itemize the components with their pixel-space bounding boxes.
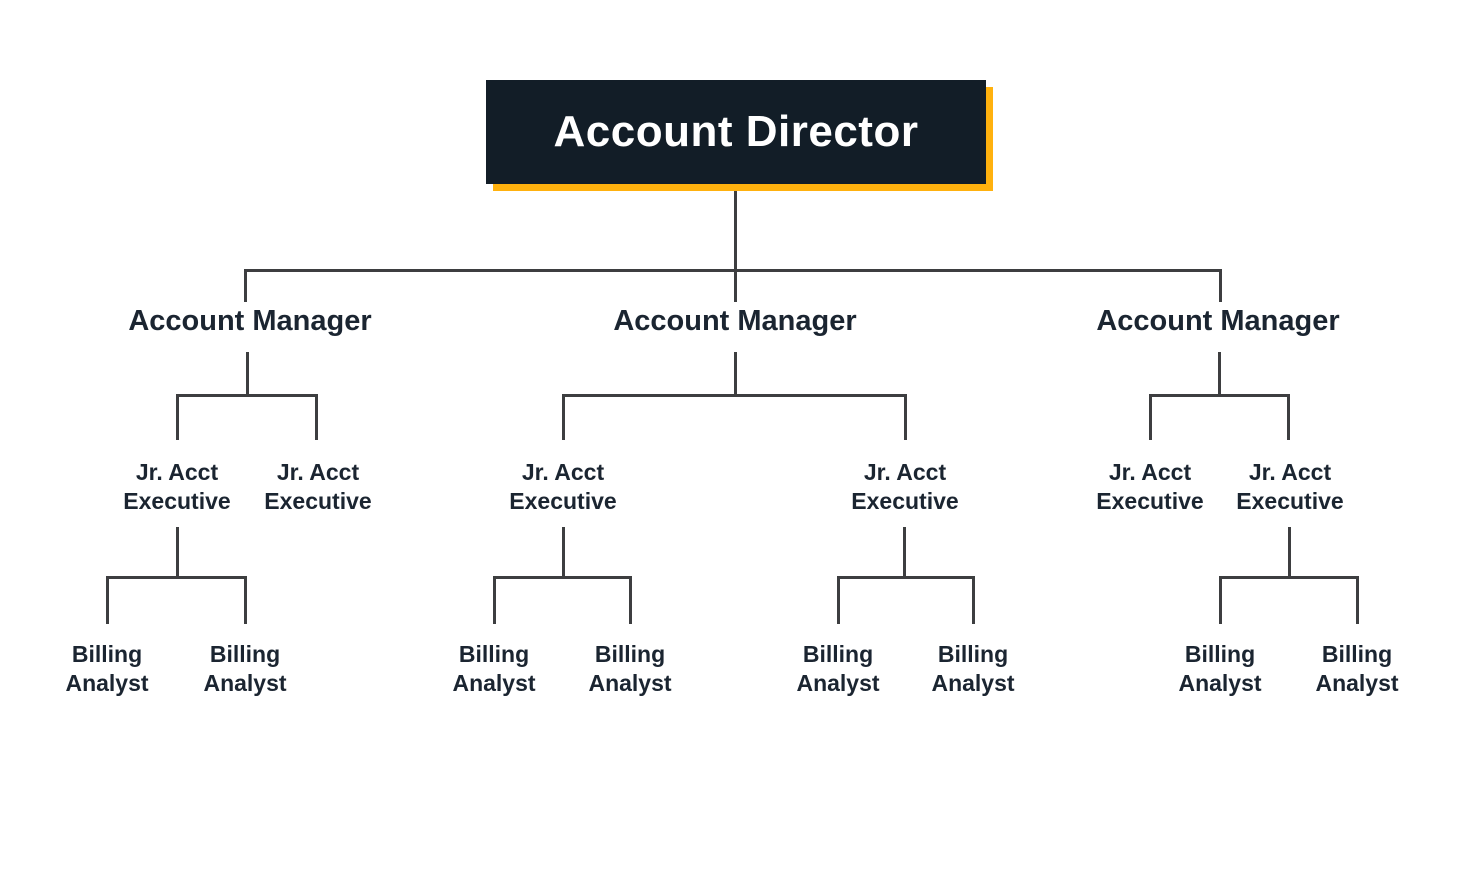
node-billing-analyst-6: Billing Analyst (931, 641, 1015, 696)
node-billing-analyst-8: Billing Analyst (1315, 641, 1399, 696)
node-account-manager-2: Account Manager (613, 305, 857, 337)
node-jr-acct-executive-2: Jr. Acct Executive (264, 459, 372, 514)
account-director-label: Account Director (553, 107, 919, 156)
connector-executive1-bracket (106, 576, 247, 624)
node-jr-acct-executive-3: Jr. Acct Executive (509, 459, 617, 514)
connector-level1-bracket (244, 269, 1222, 302)
connector-executive3-bracket (493, 576, 632, 624)
node-account-manager-3: Account Manager (1096, 305, 1340, 337)
connector-manager1-stub (246, 352, 249, 397)
node-jr-acct-executive-1: Jr. Acct Executive (123, 459, 231, 514)
node-billing-analyst-4: Billing Analyst (588, 641, 672, 696)
connector-executive6-stub (1288, 527, 1291, 579)
connector-root-stub (734, 191, 737, 302)
connector-executive1-stub (176, 527, 179, 579)
connector-manager3-bracket (1149, 394, 1290, 440)
node-billing-analyst-3: Billing Analyst (452, 641, 536, 696)
connector-manager2-stub (734, 352, 737, 397)
connector-executive4-bracket (837, 576, 975, 624)
node-account-director: Account Director (486, 80, 986, 184)
node-billing-analyst-1: Billing Analyst (65, 641, 149, 696)
connector-manager3-stub (1218, 352, 1221, 397)
connector-executive6-bracket (1219, 576, 1359, 624)
node-jr-acct-executive-4: Jr. Acct Executive (851, 459, 959, 514)
connector-manager1-bracket (176, 394, 318, 440)
node-billing-analyst-7: Billing Analyst (1178, 641, 1262, 696)
node-account-manager-1: Account Manager (128, 305, 372, 337)
connector-executive4-stub (903, 527, 906, 579)
node-jr-acct-executive-5: Jr. Acct Executive (1096, 459, 1204, 514)
node-jr-acct-executive-6: Jr. Acct Executive (1236, 459, 1344, 514)
connector-manager2-bracket (562, 394, 907, 440)
connector-executive3-stub (562, 527, 565, 579)
node-billing-analyst-2: Billing Analyst (203, 641, 287, 696)
node-billing-analyst-5: Billing Analyst (796, 641, 880, 696)
